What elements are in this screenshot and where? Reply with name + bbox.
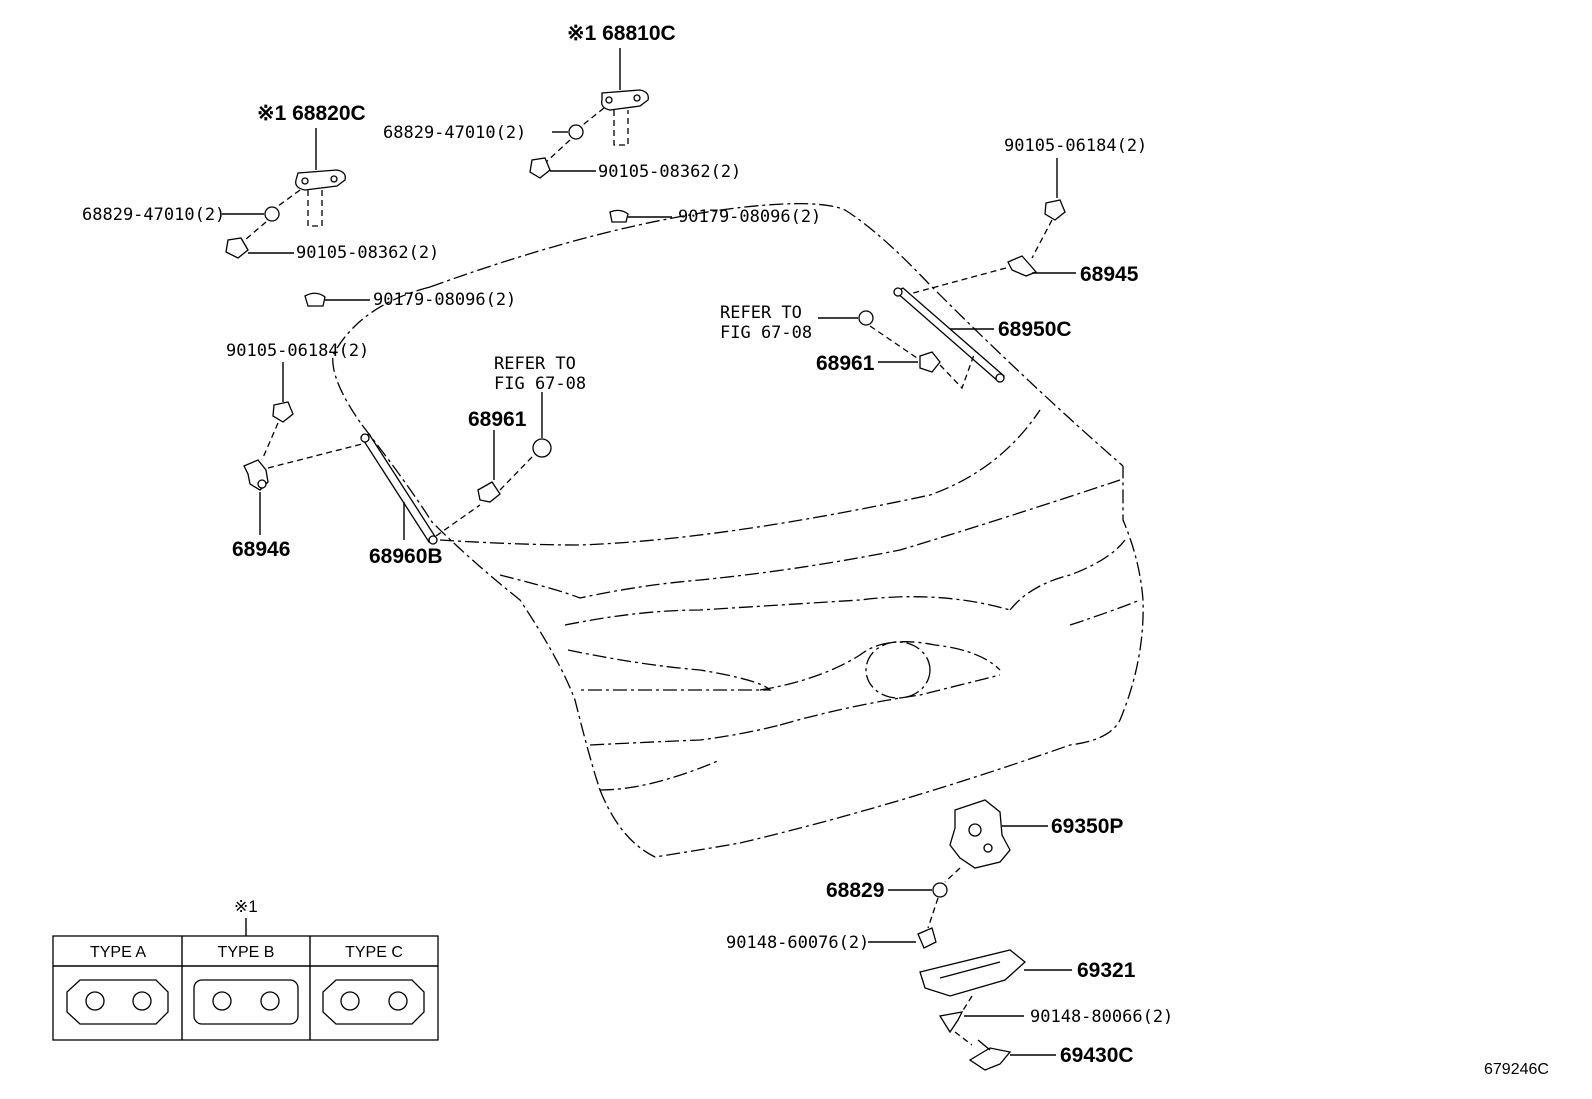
type-b-shape <box>193 979 299 1025</box>
grommet-68961-left <box>532 438 552 458</box>
callout-69430C: 69430C <box>1060 1044 1134 1067</box>
callout-90179-08096-top: 90179-08096(2) <box>678 207 821 227</box>
part-68810C-group: ※1 68810C 68829-47010(2) 90105-08362(2) … <box>383 22 821 227</box>
callout-68945: 68945 <box>1080 263 1139 286</box>
callout-68829-47010-left: 68829-47010(2) <box>82 205 225 225</box>
bolt-90105-06184-right <box>1044 199 1066 221</box>
strut-68950C <box>894 287 1005 383</box>
callout-69350P: 69350P <box>1051 815 1123 838</box>
grommet-68829-top <box>568 124 584 140</box>
screw-90148-80066 <box>938 1011 964 1034</box>
clip-90179-left <box>304 292 326 307</box>
bolt-90105-06184-left <box>272 401 294 423</box>
callout-68950C: 68950C <box>998 318 1072 341</box>
callout-69321: 69321 <box>1077 959 1136 982</box>
part-68960B-group: 90105-06184(2) 68946 68960B 68961 REFER … <box>226 341 586 568</box>
refer-note-right-line1: REFER TO <box>720 303 802 323</box>
callout-90179-08096-left: 90179-08096(2) <box>373 290 516 310</box>
callout-68960B: 68960B <box>369 545 443 568</box>
callout-68829-bottom: 68829 <box>826 879 884 902</box>
type-c-shape <box>322 979 425 1025</box>
bracket-68945 <box>1007 255 1038 277</box>
callout-68961-left: 68961 <box>468 408 527 431</box>
type-a-shape <box>66 979 169 1025</box>
refer-note-left-line2: FIG 67-08 <box>494 374 586 394</box>
strut-68960B <box>361 433 437 543</box>
callout-68810C: ※1 68810C <box>567 22 676 45</box>
part-68950C-group: 90105-06184(2) 68945 68950C REFER TO FIG… <box>720 136 1147 390</box>
cover-69321 <box>919 949 1027 997</box>
grommet-68829-bottom <box>932 882 948 898</box>
pin-68961-left <box>477 481 501 503</box>
back-door-outline <box>332 203 1144 858</box>
type-table-marker: ※1 <box>234 897 258 916</box>
callout-90105-08362-left: 90105-08362(2) <box>296 243 439 263</box>
refer-note-right-line2: FIG 67-08 <box>720 323 812 343</box>
screw-90148-60076 <box>917 927 937 949</box>
type-b-header: TYPE B <box>218 944 275 961</box>
clip-90179-top <box>609 209 629 223</box>
grommet-68961-right <box>858 310 874 326</box>
bracket-68820C <box>295 169 346 191</box>
type-a-header: TYPE A <box>90 944 146 961</box>
type-table: ※1 TYPE A TYPE B TYPE C <box>52 897 439 1041</box>
callout-68946: 68946 <box>232 538 290 561</box>
bolt-90105-top <box>529 157 551 179</box>
figure-id: 679246C <box>1484 1061 1549 1078</box>
bolt-90105-left <box>225 237 249 259</box>
grommet-68829-left <box>264 206 280 222</box>
callout-90105-06184-left: 90105-06184(2) <box>226 341 369 361</box>
switch-69430C <box>968 1047 1012 1071</box>
callout-68961-right: 68961 <box>816 352 875 375</box>
callout-68820C: ※1 68820C <box>257 102 366 125</box>
callout-90148-60076: 90148-60076(2) <box>726 933 869 953</box>
refer-note-left-line1: REFER TO <box>494 354 576 374</box>
pin-68961-right <box>919 351 941 373</box>
callout-90105-08362-top: 90105-08362(2) <box>598 162 741 182</box>
callout-68829-47010-top: 68829-47010(2) <box>383 123 526 143</box>
lock-assembly-group: 69350P 68829 90148-60076(2) 69321 90148-… <box>726 799 1173 1071</box>
type-c-header: TYPE C <box>345 944 403 961</box>
callout-90148-80066: 90148-80066(2) <box>1030 1007 1173 1027</box>
callout-90105-06184-right: 90105-06184(2) <box>1004 136 1147 156</box>
part-68820C-group: ※1 68820C 68829-47010(2) 90105-08362(2) … <box>82 102 516 310</box>
